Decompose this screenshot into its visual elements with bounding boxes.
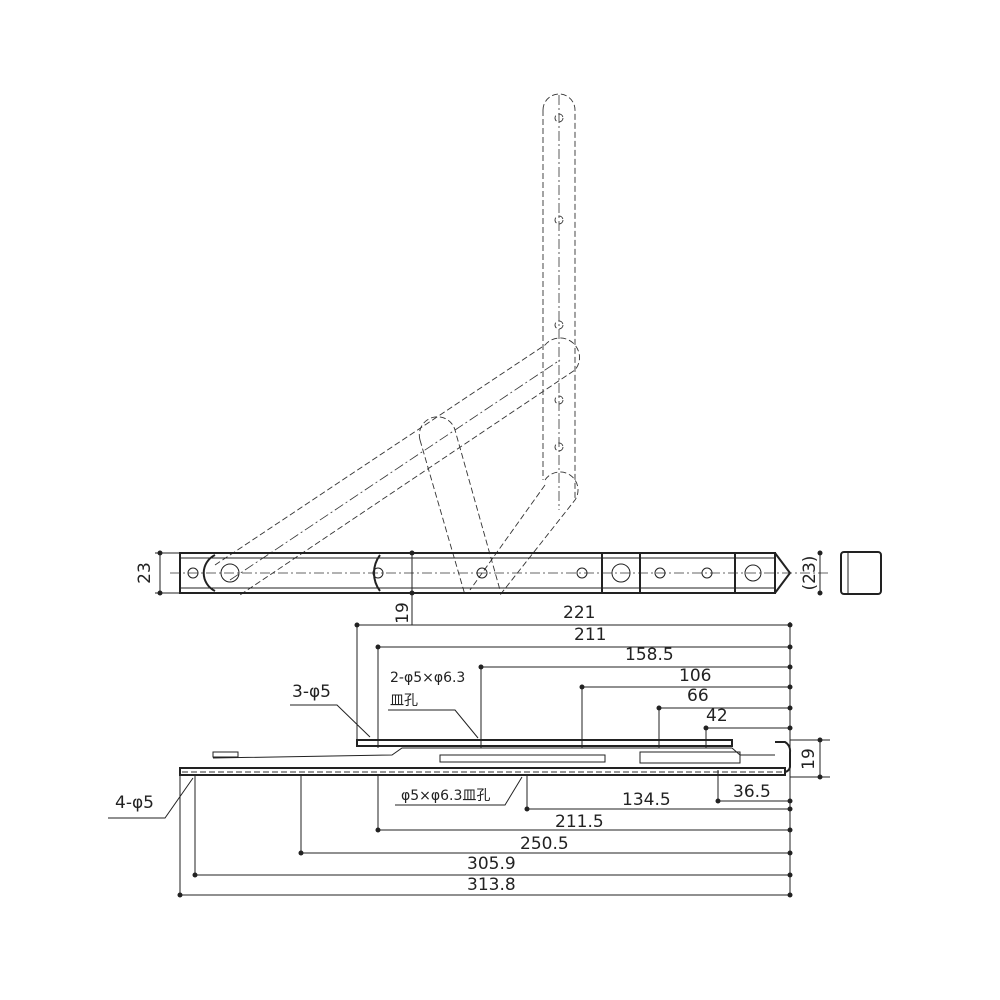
label-single-hole: φ5×φ6.3皿孔 [401, 788, 490, 804]
dim-106: 106 [679, 666, 711, 686]
offset-dim: 19 [393, 602, 413, 624]
side-dimension-values: 221 211 158.5 106 66 42 36.5 134.5 211.5… [115, 603, 819, 895]
dim-134-5: 134.5 [622, 790, 671, 810]
top-height-dim: 23 [135, 562, 155, 584]
dim-305-9: 305.9 [467, 854, 516, 874]
label-countersink: 皿孔 [390, 693, 418, 709]
end-cap [840, 551, 882, 595]
dim-211-5: 211.5 [555, 812, 604, 832]
label-2-holes: 2-φ5×φ6.3 [390, 670, 465, 686]
side-height-dim: 19 [799, 748, 819, 770]
dim-158-5: 158.5 [625, 645, 674, 665]
dim-211: 211 [574, 625, 606, 645]
open-position-arms [214, 93, 580, 596]
side-dimension-lines [108, 622, 830, 898]
dim-221: 221 [563, 603, 595, 623]
label-4-holes: 4-φ5 [115, 793, 154, 813]
top-ref-height-dim: (23) [800, 556, 820, 591]
label-3-holes: 3-φ5 [292, 682, 331, 702]
dim-250-5: 250.5 [520, 834, 569, 854]
top-view-bar [155, 550, 882, 625]
dim-66: 66 [687, 686, 709, 706]
dim-36-5: 36.5 [733, 782, 771, 802]
dim-313-8: 313.8 [467, 875, 516, 895]
side-view-profile [179, 739, 792, 776]
dim-42: 42 [706, 706, 728, 726]
